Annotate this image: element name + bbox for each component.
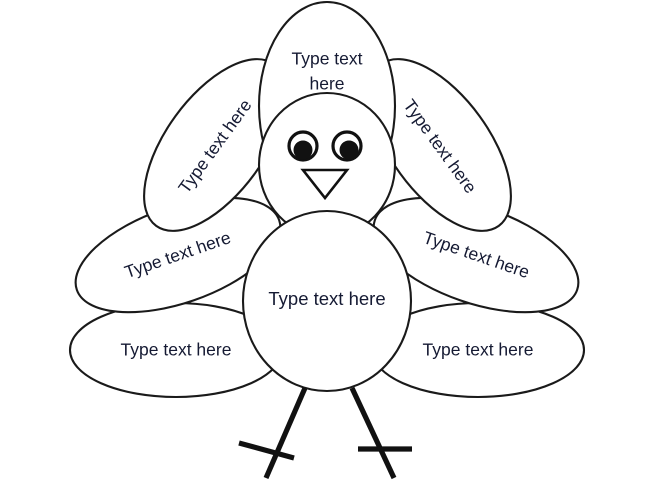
feather-upper-right[interactable]: Type text here	[342, 35, 539, 254]
beak-icon	[300, 168, 350, 201]
feather-lower-left-label: Type text here	[121, 340, 232, 360]
feather-middle-right[interactable]: Type text here	[359, 175, 593, 335]
right-eye-pupil	[339, 140, 359, 160]
feather-middle-left[interactable]: Type text here	[61, 175, 295, 335]
feather-top-label-line1: Type text	[291, 49, 362, 69]
feather-lower-right[interactable]: Type text here	[370, 301, 586, 399]
right-leg	[349, 386, 412, 480]
head[interactable]	[257, 91, 397, 239]
feather-top-label-line2: here	[309, 74, 344, 94]
body-shape[interactable]	[241, 209, 413, 393]
left-leg	[238, 386, 308, 480]
right-leg-line	[349, 386, 397, 480]
left-foot-line	[238, 440, 295, 461]
left-eye-pupil	[293, 140, 313, 160]
left-eye[interactable]	[287, 130, 319, 162]
body[interactable]: Type text here	[241, 209, 413, 393]
body-label: Type text here	[268, 288, 385, 309]
left-leg-line	[263, 386, 308, 480]
right-eye[interactable]	[331, 130, 363, 162]
feather-lower-right-label: Type text here	[423, 340, 534, 360]
